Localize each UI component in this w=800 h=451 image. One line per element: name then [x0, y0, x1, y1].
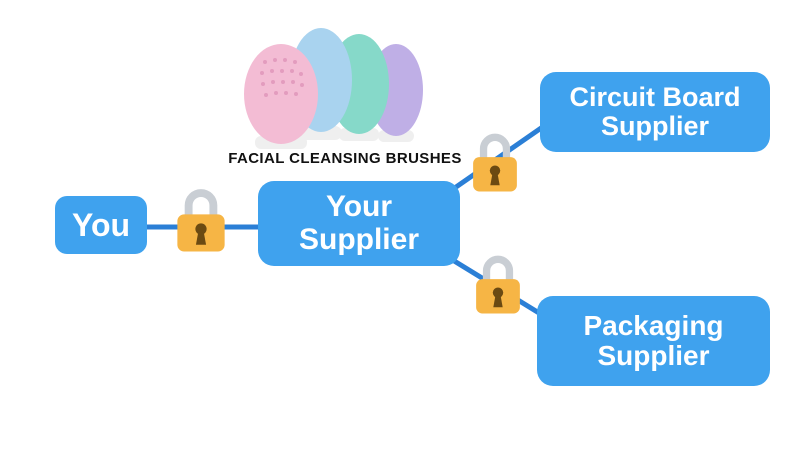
- lock-keyhole-stem: [490, 173, 500, 186]
- node-packaging-label: Packaging Supplier: [583, 310, 724, 371]
- lock-keyhole: [492, 287, 504, 298]
- lock-keyhole: [489, 165, 501, 176]
- lock-keyhole: [195, 223, 207, 235]
- lock-keyhole-stem: [195, 232, 207, 245]
- lock-keyhole-stem: [493, 295, 503, 308]
- node-circuit-board-label: Circuit Board Supplier: [569, 82, 741, 141]
- product-image-facial-brushes: [244, 28, 423, 149]
- node-your-supplier-label: Your Supplier: [298, 190, 419, 256]
- node-circuit-board-supplier: Circuit Board Supplier: [540, 72, 770, 152]
- node-you: You: [55, 196, 147, 254]
- lock-icon: [476, 255, 520, 314]
- node-you-label: You: [71, 206, 131, 243]
- node-packaging-supplier: Packaging Supplier: [537, 296, 770, 386]
- lock-shackle: [482, 255, 514, 282]
- product-caption: FACIAL CLEANSING BRUSHES: [228, 150, 462, 167]
- lock-icon: [177, 189, 225, 252]
- brush-bristle-dots: [260, 58, 304, 97]
- node-your-supplier: Your Supplier: [258, 181, 460, 266]
- lock-shackle: [479, 133, 511, 160]
- lock-icon: [473, 133, 517, 192]
- lock-shackle: [184, 189, 218, 217]
- facial-brush-pink: [244, 44, 318, 149]
